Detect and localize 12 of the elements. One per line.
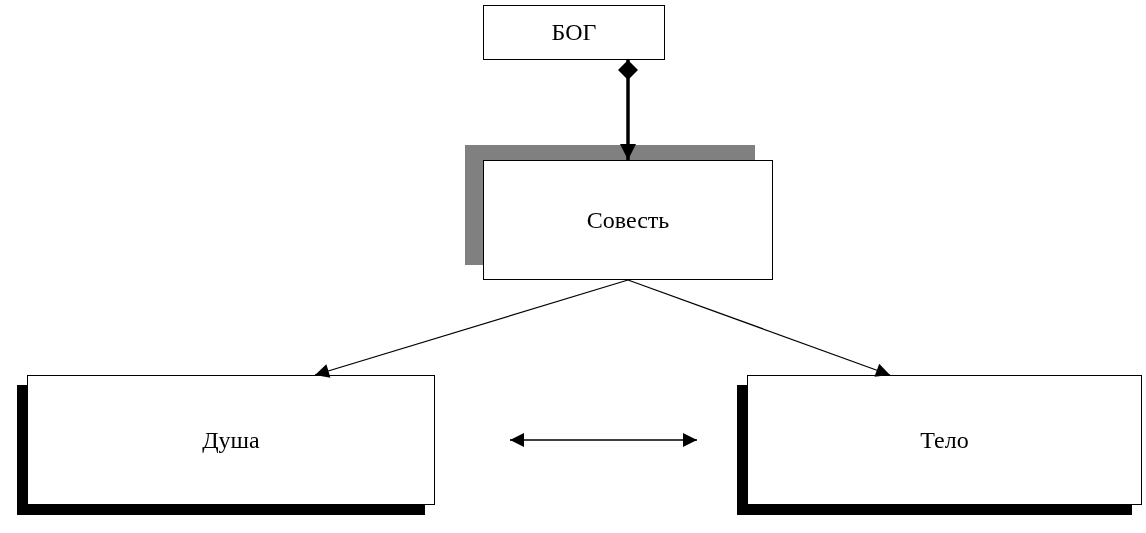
process-box [483,160,773,280]
process-box [747,375,1142,505]
process-box [27,375,435,505]
process-box [483,5,665,60]
box-label: БОГ [551,19,597,46]
arrow [314,279,629,378]
arrow [627,279,891,377]
box-label: Совесть [586,206,670,234]
box-label: Тело [920,426,969,454]
box-label: Душа [202,426,260,454]
arrow [509,433,698,447]
arrow [618,60,638,160]
